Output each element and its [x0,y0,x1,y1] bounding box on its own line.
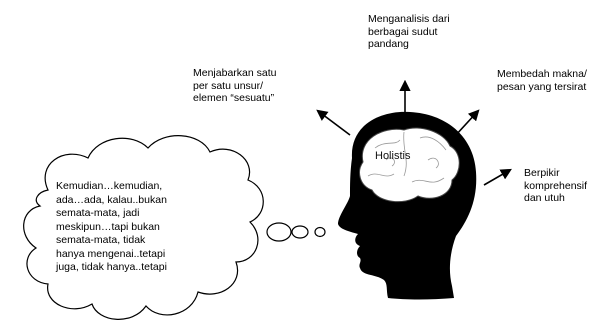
center-label: Holistis [375,150,411,162]
brain-folds [367,131,447,183]
thought-line: Kemudian…kemudian, [56,180,163,192]
thought-line: hanya mengenai..tetapi [56,247,166,260]
thought-cloud-text: Kemudian…kemudian, ada…ada, kalau..bukan… [56,180,216,275]
thought-cloud [23,135,264,320]
thought-line: ada…ada, kalau..bukan [56,193,167,206]
thought-line: juga, tidak hanya..tetapi [56,261,167,273]
arrow-right [483,168,512,186]
thought-bubble-medium [291,225,309,239]
brain-icon [359,127,460,203]
arrow-upper-right [454,109,480,137]
branch-top-label: Menganalisis dari berbagai sudut pandang [368,13,450,50]
thought-line: meskipun…tapi bukan [56,220,160,233]
thought-bubble-large [266,222,292,242]
branch-left-label: Menjabarkan satu per satu unsur/ elemen … [193,67,277,104]
thought-line: semata-mata, tidak [56,234,146,246]
branch-right-label: Berpikir komprehensif dan utuh [524,167,588,204]
arrow-upper-left [316,109,351,136]
thought-bubble-small [314,226,326,238]
thought-line: semata-mata, jadi [56,207,140,219]
branch-right-top-label: Membedah makna/ pesan yang tersirat [497,68,587,93]
